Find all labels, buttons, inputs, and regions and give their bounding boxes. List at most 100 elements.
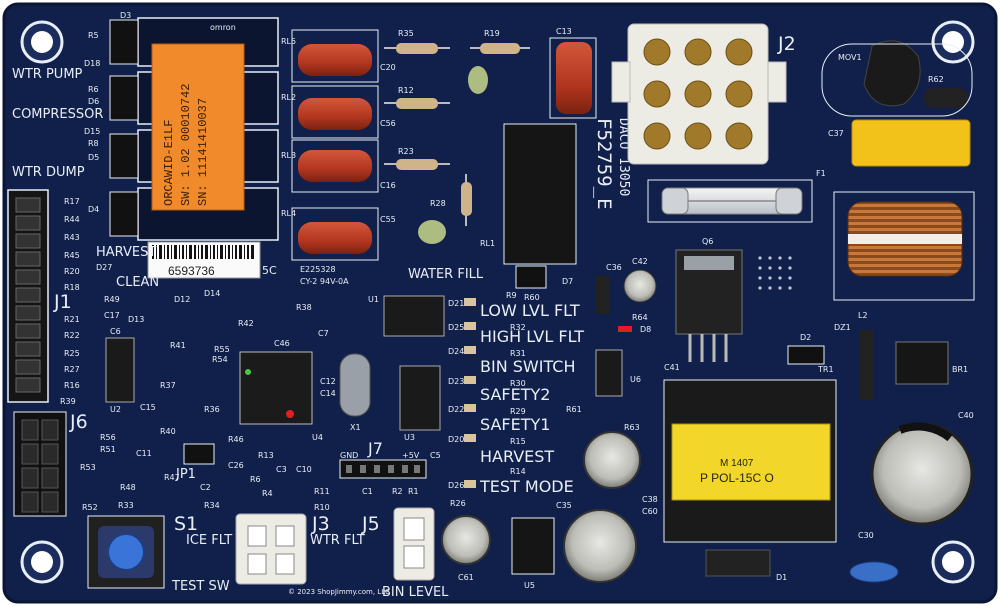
fuse-f1 [647,179,813,223]
ref-r6: R6 [88,85,99,94]
label-bin-level: BIN LEVEL [382,585,449,600]
label-jp1: JP1 [175,467,196,482]
film-capacitors [291,29,597,261]
ref-r12: R12 [398,86,414,95]
ref-c36: C36 [606,263,622,272]
sticker-line-2: SW: 1.02 00010742 [179,84,193,206]
label-j7-gnd: GND [340,451,358,460]
label-j2: J2 [777,33,796,55]
led-ref: D26 [448,481,464,490]
ref-c38: C38 [642,495,658,504]
via-grid [758,256,792,290]
ref-r64: R64 [632,313,648,322]
board-part-number: F52759_E [593,118,615,210]
mounting-holes [20,20,975,584]
barcode-label: 6593736 5C [147,241,277,279]
ref-r52: R52 [82,503,98,512]
ref-r51: R51 [100,445,116,454]
ref-c56: C56 [380,119,396,128]
ref-r33: R33 [118,501,134,510]
ref-r8: R8 [88,139,99,148]
ref-r41: R41 [170,341,186,350]
ref-r42: R42 [238,319,254,328]
ref-c11: C11 [136,449,152,458]
ref-r25: R25 [64,349,80,358]
relay-rl1 [503,123,577,265]
ref-tr1: TR1 [817,365,834,374]
ref-c26: C26 [228,461,244,470]
ref-rl5: RL5 [281,37,296,46]
ref-u5: U5 [524,581,535,590]
status-led-harvest: D20 HARVEST [448,434,554,466]
ref-d13: D13 [128,315,144,324]
crystal-x1 [339,353,371,417]
ref-r20: R20 [64,267,80,276]
micro-area-refs: D12 D14 D13 C17 C6 R42 R38 C7 C46 R55 R5… [104,289,441,512]
capacitor-c42 [623,269,657,303]
ref-c7: C7 [318,329,329,338]
ref-c12: C12 [320,377,336,386]
ref-r54: R54 [212,355,228,364]
connector-j6 [13,411,67,517]
ref-rl4: RL4 [281,209,296,218]
ref-r26: R26 [450,499,466,508]
label-harvest-relay: HARVEST [96,245,156,260]
ref-r61: R61 [566,405,582,414]
ref-br1: BR1 [952,365,968,374]
label-test-sw: TEST SW [171,579,230,594]
ref-f1: F1 [816,169,826,178]
transformer: P POL-15C O M 1407 [663,379,837,543]
ref-c55: C55 [380,215,396,224]
header-j7 [339,459,427,479]
ref-r40: R40 [160,427,176,436]
ref-c2: C2 [200,483,211,492]
jumper-water-fill [515,265,547,289]
ref-r19: R19 [484,29,500,38]
ref-r32: R32 [510,323,526,332]
ref-r22: R22 [64,331,80,340]
connector-j3 [235,513,307,585]
ul-mark: E225328 [300,265,336,274]
relay-brand-text: omron [210,23,236,32]
ref-c42: C42 [632,257,648,266]
sticker-line-1: ORCAWID-E1LF [162,120,176,206]
label-clean: CLEAN [116,275,159,290]
ref-c6: C6 [110,327,121,336]
ref-r4: R4 [262,489,273,498]
ref-d7: D7 [562,277,573,286]
ref-d3: D3 [120,11,131,20]
ref-r62: R62 [928,75,944,84]
ref-c14: C14 [320,389,336,398]
choke-l2 [860,330,874,400]
ref-d27: D27 [96,263,112,272]
ref-r60: R60 [524,293,540,302]
status-led-column: D21 LOW LVL FLT D25 HIGH LVL FLT D24 BIN… [448,298,584,508]
test-switch-s1 [87,515,165,589]
ref-d15: D15 [84,127,100,136]
led-ref: D23 [448,377,464,386]
connector-j2 [611,23,787,165]
glue-blob [418,220,446,244]
ref-r47: R47 [164,473,180,482]
ref-r55: R55 [214,345,230,354]
label-j3: J3 [311,513,330,535]
capacitor-c37 [851,119,971,167]
ref-c60: C60 [642,507,658,516]
ref-c40: C40 [958,411,974,420]
label-wtr-flt: WTR FLT [310,533,365,548]
ref-r35: R35 [398,29,414,38]
led-label: HARVEST [480,447,554,466]
label-wtr-pump: WTR PUMP [12,67,83,82]
led-label: TEST MODE [479,477,574,496]
serial-sticker: ORCAWID-E1LF SW: 1.02 00010742 SN: 11141… [151,43,245,211]
label-water-fill: WATER FILL [408,267,484,282]
status-led-test-mode: D26 TEST MODE [448,477,574,496]
label-wtr-dump: WTR DUMP [12,165,85,180]
ref-dz1: DZ1 [834,323,851,332]
led-ref: D22 [448,405,464,414]
ref-r56: R56 [100,433,116,442]
ref-c3: C3 [276,465,287,474]
transformer-code: M 1407 [720,458,754,469]
status-led-low-lvl-flt: D21 LOW LVL FLT [448,298,580,320]
